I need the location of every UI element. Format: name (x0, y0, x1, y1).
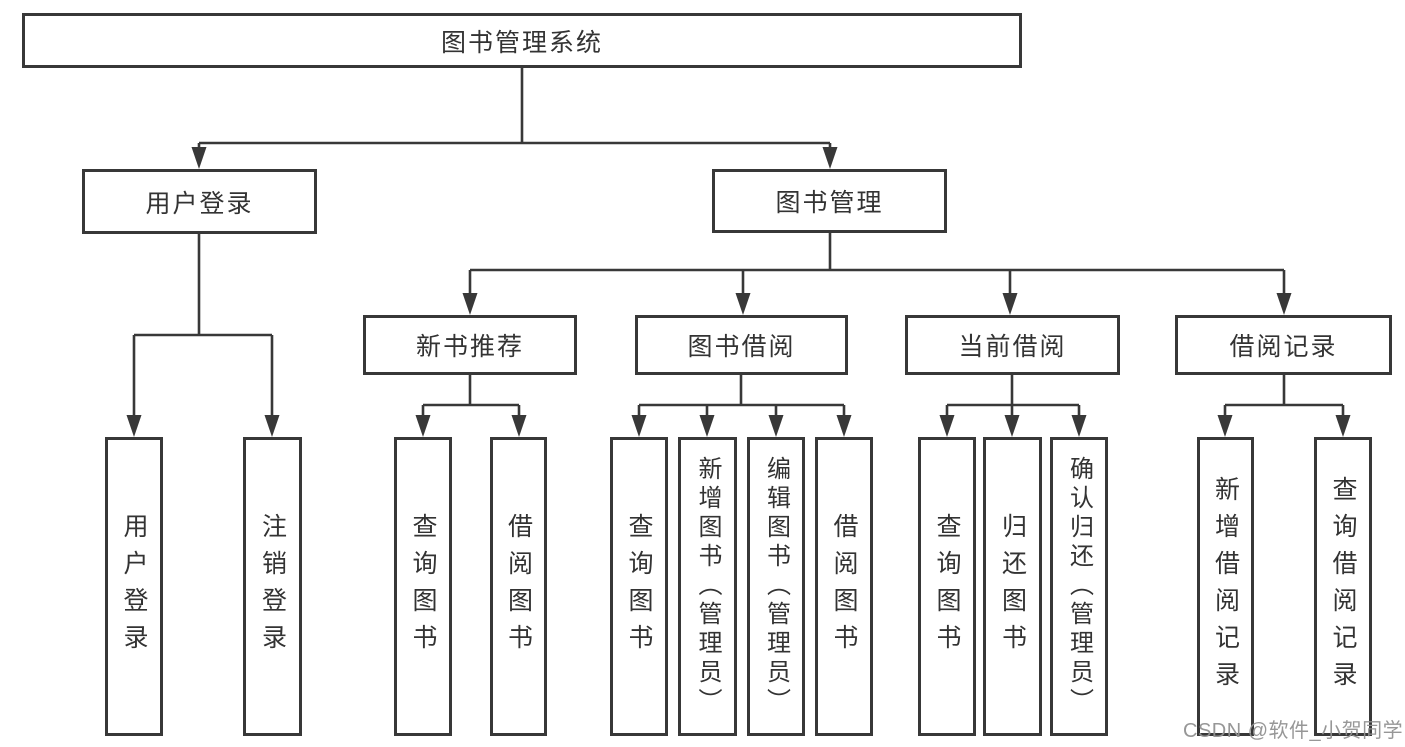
node-leaf-query-book-1: 查询图书 (394, 437, 452, 736)
connector-root-split (191, 68, 838, 169)
node-leaf-add-borrow-record: 新增借阅记录 (1197, 437, 1254, 736)
csdn-watermark: CSDN @软件_小贺同学 (1183, 720, 1404, 742)
connector-book-management-split (462, 233, 1292, 315)
node-borrow-record: 借阅记录 (1175, 315, 1392, 375)
node-current-borrow: 当前借阅 (905, 315, 1120, 375)
node-leaf-return-book: 归还图书 (983, 437, 1042, 736)
node-leaf-borrow-book-2: 借阅图书 (815, 437, 873, 736)
connector-book-borrow-split (631, 375, 852, 437)
node-new-book-recommend: 新书推荐 (363, 315, 577, 375)
node-user-login: 用户登录 (82, 169, 317, 234)
connector-new-book-split (415, 375, 527, 437)
node-leaf-query-book-3: 查询图书 (918, 437, 976, 736)
connector-borrow-record-split (1217, 375, 1351, 437)
node-leaf-query-borrow-record: 查询借阅记录 (1314, 437, 1372, 736)
node-leaf-add-book-admin: 新增图书（管理员） (678, 437, 737, 736)
node-leaf-logout: 注销登录 (243, 437, 302, 736)
node-leaf-query-book-2: 查询图书 (610, 437, 668, 736)
node-book-management: 图书管理 (712, 169, 947, 233)
node-root-system: 图书管理系统 (22, 13, 1022, 68)
connector-current-borrow-split (939, 375, 1087, 437)
node-leaf-edit-book-admin: 编辑图书（管理员） (747, 437, 805, 736)
connector-user-login-split (126, 234, 280, 437)
node-book-borrow: 图书借阅 (635, 315, 848, 375)
node-leaf-user-login: 用户登录 (105, 437, 163, 736)
node-leaf-confirm-return-admin: 确认归还（管理员） (1050, 437, 1108, 736)
node-leaf-borrow-book-1: 借阅图书 (490, 437, 547, 736)
